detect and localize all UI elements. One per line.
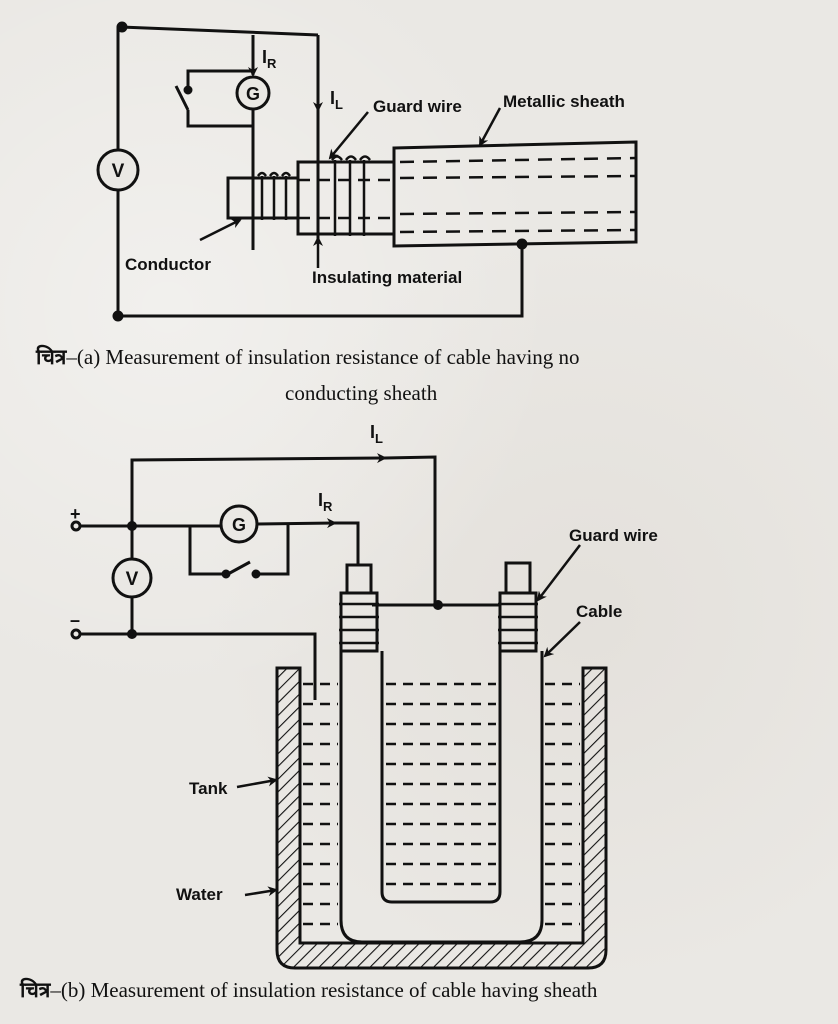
plus-terminal-label: + [70, 504, 81, 524]
galvanometer-b: G [219, 504, 259, 544]
current-il-label-a: IL [330, 88, 343, 112]
voltmeter-label-b: V [126, 569, 139, 590]
galvanometer-label-a: G [246, 84, 260, 104]
cable-label: Cable [576, 602, 622, 621]
caption-a-text: (a) Measurement of insulation resistance… [76, 345, 580, 369]
current-ir-label-a: IR [262, 47, 277, 71]
voltmeter-a: V [96, 148, 140, 192]
caption-b-text: (b) Measurement of insulation resistance… [60, 978, 598, 1002]
caption-a-prefix: चित्र [36, 345, 67, 369]
caption-b: चित्र–(b) Measurement of insulation resi… [20, 976, 597, 1004]
voltmeter-b: V [111, 557, 153, 599]
galvanometer-label-b: G [232, 515, 246, 535]
tank-label: Tank [189, 779, 228, 798]
tank [275, 666, 608, 970]
caption-a-dash: – [66, 345, 77, 369]
guard-wire-label-a: Guard wire [373, 97, 462, 116]
top-wire-a [121, 25, 319, 37]
voltmeter-label-a: V [112, 161, 125, 182]
current-il-label-b: IL [370, 422, 383, 446]
minus-terminal-label: – [70, 610, 80, 630]
caption-a-line2: conducting sheath [285, 381, 438, 405]
metallic-sheath-label: Metallic sheath [503, 92, 625, 111]
guard-wire-label-b: Guard wire [569, 526, 658, 545]
current-ir-label-b: IR [318, 490, 333, 514]
insulating-material-label: Insulating material [312, 268, 462, 287]
bottom-wire-a [118, 244, 524, 318]
figure-b [70, 453, 581, 944]
figure-a [112, 21, 638, 322]
galvanometer-a: G [235, 75, 271, 111]
caption-b-prefix: चित्र [20, 978, 51, 1002]
water [303, 682, 580, 926]
caption-a-line1: चित्र–(a) Measurement of insulation resi… [36, 343, 580, 371]
caption-b-dash: – [50, 978, 61, 1002]
conductor-label: Conductor [125, 255, 211, 274]
water-label: Water [176, 885, 223, 904]
